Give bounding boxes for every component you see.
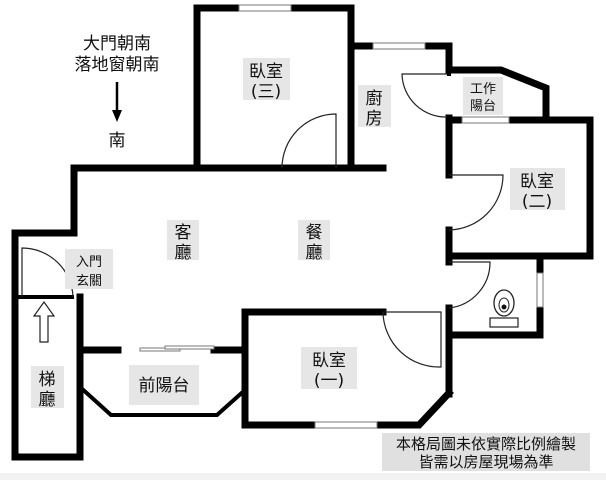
bedroom1-door[interactable]	[382, 311, 442, 368]
label-bedroom1: 臥室 (一)	[301, 347, 357, 391]
svg-text:梯: 梯	[39, 370, 56, 390]
svg-text:臥室: 臥室	[312, 351, 346, 371]
window	[238, 4, 292, 12]
svg-text:工作: 工作	[470, 82, 496, 97]
orientation-line2: 落地窗朝南	[75, 55, 160, 75]
footer-strip	[0, 473, 606, 480]
svg-text:廳: 廳	[175, 243, 192, 263]
bedroom3-door[interactable]	[281, 113, 337, 169]
south-arrow-icon	[112, 82, 122, 122]
svg-text:客: 客	[175, 223, 192, 243]
svg-text:陽台: 陽台	[470, 99, 496, 114]
orientation-line1: 大門朝南	[83, 34, 151, 54]
label-bedroom3: 臥室 (三)	[243, 58, 290, 102]
doors	[21, 73, 504, 368]
svg-text:房: 房	[366, 109, 383, 129]
window	[536, 272, 544, 308]
svg-text:(二): (二)	[522, 192, 552, 212]
direction-label: 南	[109, 131, 126, 151]
svg-text:餐: 餐	[306, 223, 323, 243]
label-dining-room: 餐 廳	[298, 220, 330, 263]
label-living-room: 客 廳	[167, 220, 199, 263]
svg-text:皆需以房屋現場為準: 皆需以房屋現場為準	[418, 453, 553, 471]
toilet-icon	[489, 289, 519, 328]
window	[314, 421, 378, 429]
work-balcony-door[interactable]	[401, 73, 448, 118]
window	[461, 116, 510, 124]
label-kitchen: 廚 房	[358, 85, 391, 129]
svg-text:本格局圖未依實際比例繪製: 本格局圖未依實際比例繪製	[396, 435, 576, 453]
bathroom-door[interactable]	[448, 261, 491, 309]
svg-text:入門: 入門	[76, 255, 102, 270]
svg-text:廳: 廳	[306, 243, 323, 263]
label-front-balcony: 前陽台	[129, 365, 199, 405]
label-entry: 入門 玄關	[65, 249, 113, 289]
scale-disclaimer-note: 本格局圖未依實際比例繪製 皆需以房屋現場為準	[382, 433, 590, 471]
svg-text:廳: 廳	[39, 390, 56, 410]
svg-text:(一): (一)	[314, 371, 344, 391]
label-work-balcony: 工作 陽台	[463, 77, 503, 115]
svg-text:臥室: 臥室	[249, 62, 283, 82]
svg-text:玄關: 玄關	[76, 274, 102, 289]
label-bedroom2: 臥室 (二)	[510, 168, 565, 212]
label-stair-hall: 梯 廳	[31, 366, 64, 410]
svg-text:(三): (三)	[251, 82, 281, 102]
window	[372, 42, 426, 50]
sliding-window	[164, 345, 215, 350]
svg-text:臥室: 臥室	[520, 172, 554, 192]
up-arrow-icon	[32, 300, 56, 343]
svg-text:廚: 廚	[366, 88, 383, 109]
windows	[139, 4, 544, 429]
bedroom2-door[interactable]	[448, 174, 504, 231]
svg-text:前陽台: 前陽台	[139, 376, 190, 396]
walls	[11, 4, 594, 461]
